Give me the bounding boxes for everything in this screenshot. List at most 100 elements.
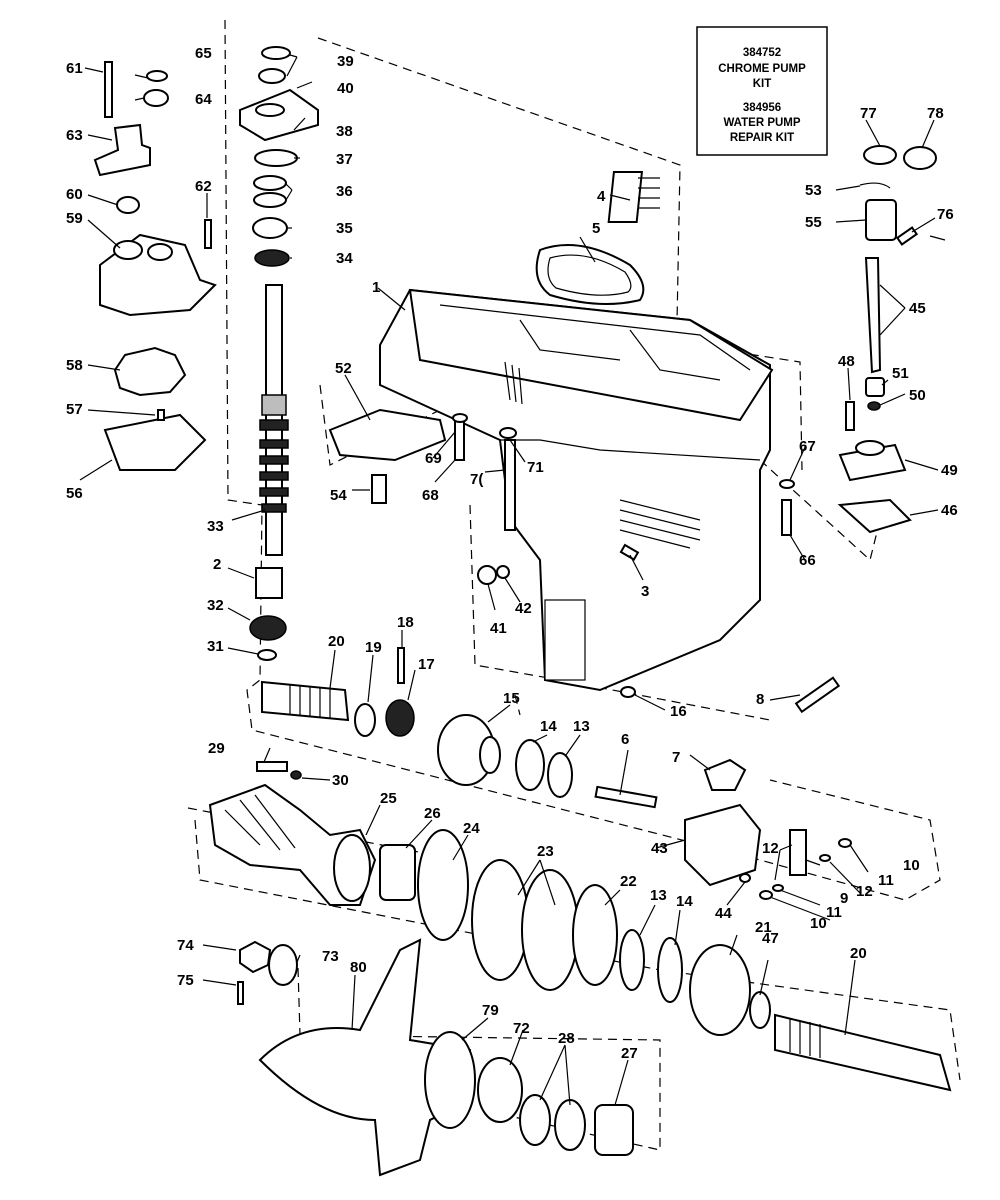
kit-name-chrome-line1: CHROME PUMP [718, 63, 806, 75]
callout-37: 37 [336, 151, 353, 168]
callout-52: 52 [335, 360, 352, 377]
callout-51: 51 [892, 365, 909, 382]
callout-19: 19 [365, 639, 382, 656]
water-pump-housing [99, 233, 217, 317]
callout-25: 25 [380, 790, 397, 807]
callout-11b: 11 [826, 904, 842, 921]
callout-34: 34 [336, 250, 353, 267]
parts [93, 46, 952, 1177]
callout-7: 7 [672, 749, 680, 766]
callout-76: 76 [937, 206, 954, 223]
callout-10a: 10 [903, 857, 920, 874]
callout-17: 17 [418, 656, 435, 673]
callout-46: 46 [941, 502, 958, 519]
callout-26: 26 [424, 805, 441, 822]
callout-73: 73 [322, 948, 339, 965]
propeller-shaft [774, 1013, 952, 1092]
callout-12b: 12 [856, 883, 873, 900]
callout-27: 27 [621, 1045, 638, 1062]
callout-9: 9 [840, 890, 848, 907]
kit-name-chrome-line2: KIT [753, 78, 772, 90]
callout-28: 28 [558, 1030, 575, 1047]
callout-53: 53 [805, 182, 822, 199]
callout-55: 55 [805, 214, 822, 231]
callout-16: 16 [670, 703, 687, 720]
callout-labels: 1 2 3 4 5 6 7 8 9 10 10 11 11 12 12 13 1… [66, 45, 958, 1062]
impeller [113, 346, 187, 397]
callout-57: 57 [66, 401, 83, 418]
callout-47: 47 [762, 930, 779, 947]
callout-59: 59 [66, 210, 83, 227]
callout-45: 45 [909, 300, 926, 317]
kit-number-repair: 384956 [743, 102, 781, 114]
callout-14a: 14 [540, 718, 557, 735]
callout-15: 15 [503, 690, 520, 707]
callout-3: 3 [641, 583, 649, 600]
callout-18: 18 [397, 614, 414, 631]
kit-number-chrome: 384752 [743, 47, 781, 59]
pinion-bearing [255, 567, 283, 599]
callout-71: 71 [527, 459, 544, 476]
callout-5: 5 [592, 220, 600, 237]
callout-29: 29 [208, 740, 225, 757]
callout-13a: 13 [573, 718, 590, 735]
callout-60: 60 [66, 186, 83, 203]
callout-64: 64 [195, 91, 212, 108]
callout-80: 80 [350, 959, 367, 976]
callout-24: 24 [463, 820, 480, 837]
callout-21: 21 [755, 919, 772, 936]
callout-70: 7( [470, 471, 483, 488]
water-screen [607, 171, 644, 223]
gearcase-housing [379, 288, 774, 692]
callout-14b: 14 [676, 893, 693, 910]
callout-44: 44 [715, 905, 732, 922]
callout-72: 72 [513, 1020, 530, 1037]
impeller-plate [103, 413, 207, 471]
callout-48: 48 [838, 353, 855, 370]
callout-8: 8 [756, 691, 764, 708]
callout-42: 42 [515, 600, 532, 617]
callout-56: 56 [66, 485, 83, 502]
kit-name-repair-line2: REPAIR KIT [730, 132, 794, 144]
callout-78: 78 [927, 105, 944, 122]
callout-75: 75 [177, 972, 194, 989]
callout-1: 1 [372, 279, 380, 296]
bearing-carrier-housing [684, 803, 762, 887]
callout-54: 54 [330, 487, 347, 504]
callout-20a: 20 [328, 633, 345, 650]
callout-10b: 10 [810, 915, 827, 932]
callout-62: 62 [195, 178, 212, 195]
callout-43: 43 [651, 840, 668, 857]
callout-36: 36 [336, 183, 353, 200]
callout-13b: 13 [650, 887, 667, 904]
kit-info-box: 384752 CHROME PUMP KIT 384956 WATER PUMP… [696, 26, 828, 156]
callout-23: 23 [537, 843, 554, 860]
callout-68: 68 [422, 487, 439, 504]
driveshaft [259, 284, 289, 556]
callout-49: 49 [941, 462, 958, 479]
callout-38: 38 [336, 123, 353, 140]
reverse-gear [689, 944, 751, 1036]
bearing-housing-stack [239, 46, 319, 267]
callout-31: 31 [207, 638, 224, 655]
kit-name-repair-line1: WATER PUMP [723, 117, 800, 129]
callout-66: 66 [799, 552, 816, 569]
callout-33: 33 [207, 518, 224, 535]
water-tube-bracket [93, 123, 151, 177]
water-tube-grommet [535, 244, 645, 305]
callout-61: 61 [66, 60, 83, 77]
pinion-gear [249, 615, 287, 641]
callout-12a: 12 [762, 840, 779, 857]
callout-30: 30 [332, 772, 349, 789]
callout-11a: 11 [878, 872, 894, 889]
callout-2: 2 [213, 556, 221, 573]
callout-6: 6 [621, 731, 629, 748]
callout-35: 35 [336, 220, 353, 237]
callout-39: 39 [337, 53, 354, 70]
bracket-screw [104, 61, 113, 118]
callout-50: 50 [909, 387, 926, 404]
callout-40: 40 [337, 80, 354, 97]
callout-74: 74 [177, 937, 194, 954]
callout-58: 58 [66, 357, 83, 374]
